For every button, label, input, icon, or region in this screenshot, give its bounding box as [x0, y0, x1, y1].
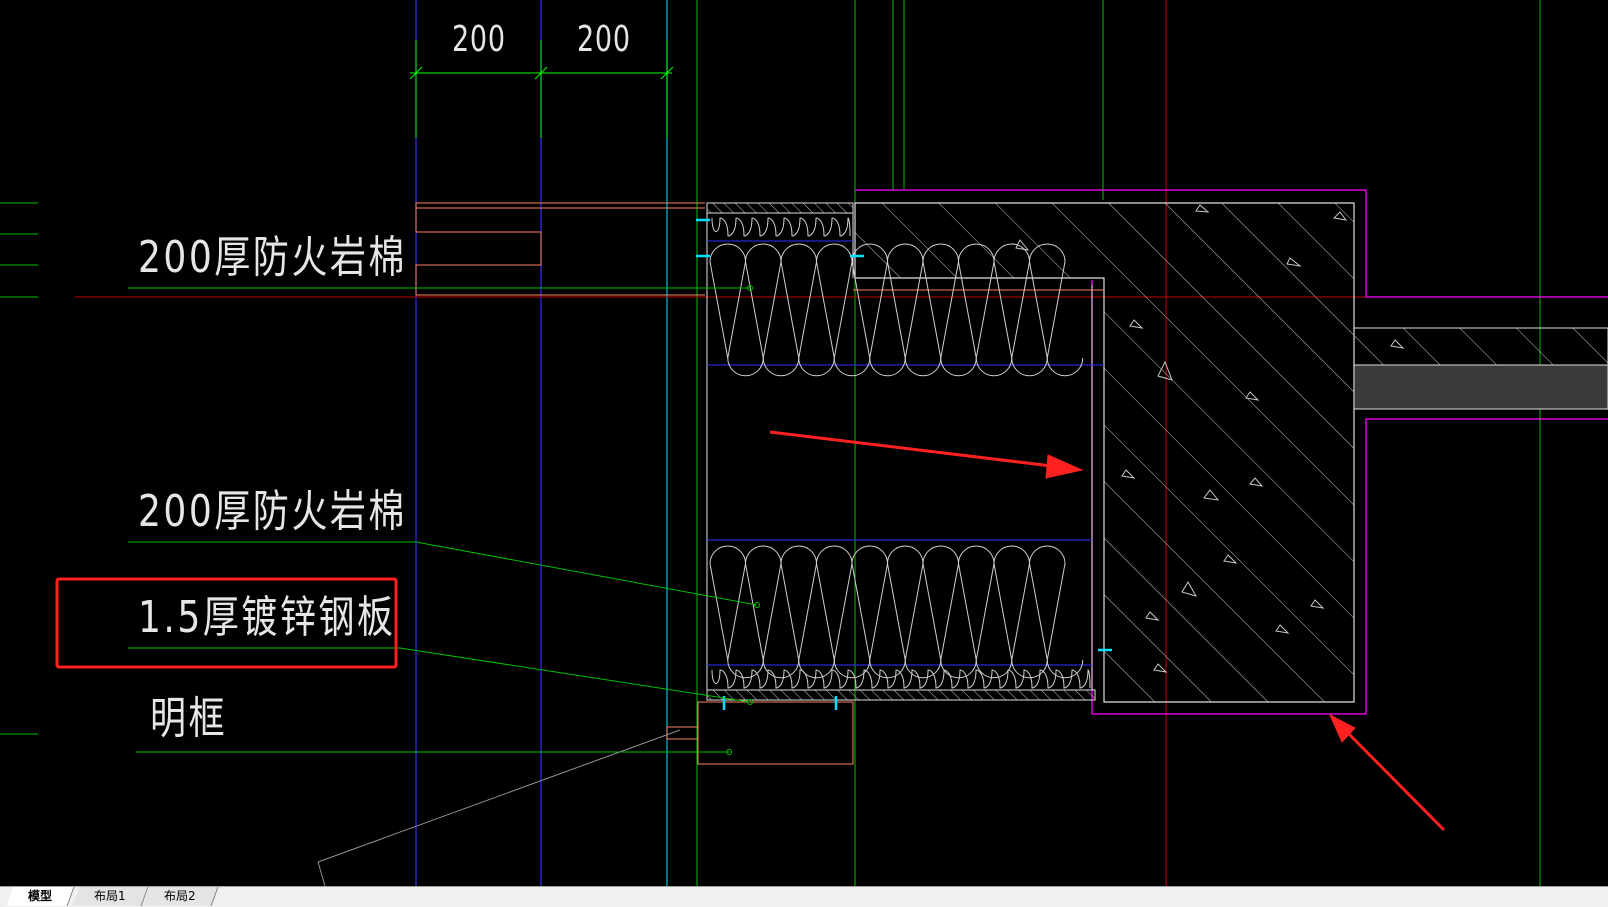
dimension-text-2: 200: [577, 19, 631, 60]
steel-plates: [706, 202, 1104, 701]
tab-model[interactable]: 模型: [6, 887, 75, 906]
insulation-top: [709, 243, 1084, 377]
label-fire-rock-wool-top: 200厚防火岩棉: [138, 232, 407, 283]
label-exposed-frame: 明框: [150, 693, 228, 744]
insulation-corrugation-bottom: [711, 669, 1091, 689]
label-fire-rock-wool-mid: 200厚防火岩棉: [138, 486, 407, 537]
anchor-marks: [696, 218, 1112, 710]
dimension-text-1: 200: [452, 19, 506, 60]
concrete-wall: [854, 202, 1608, 703]
tab-model-label: 模型: [28, 889, 53, 903]
label-galvanized-steel: 1.5厚镀锌钢板: [138, 592, 396, 643]
insulation-middle: [709, 545, 1084, 679]
tab-layout1-label: 布局1: [94, 889, 126, 903]
construction-line-2: [317, 861, 326, 886]
leader-lines: [128, 285, 760, 755]
left-frame: [415, 202, 854, 765]
construction-line: [317, 729, 681, 863]
drawing-canvas[interactable]: 200 200 200厚防火岩棉 200厚防火岩棉 1.5厚镀锌钢板 明框: [0, 0, 1608, 886]
insulation-corrugation-top: [711, 217, 851, 237]
cad-drawing[interactable]: [0, 0, 1608, 886]
tab-layout2-label: 布局2: [164, 889, 196, 903]
tab-layout1[interactable]: 布局1: [72, 887, 149, 906]
tab-layout2[interactable]: 布局2: [142, 887, 219, 906]
red-arrows: [769, 430, 1446, 832]
grid-lines: [75, 0, 1608, 886]
layout-tab-bar: 模型 布局1 布局2: [0, 886, 1608, 907]
highlight-box: [55, 577, 398, 669]
dimension-lines: [409, 40, 674, 138]
left-ticks: [0, 202, 38, 735]
